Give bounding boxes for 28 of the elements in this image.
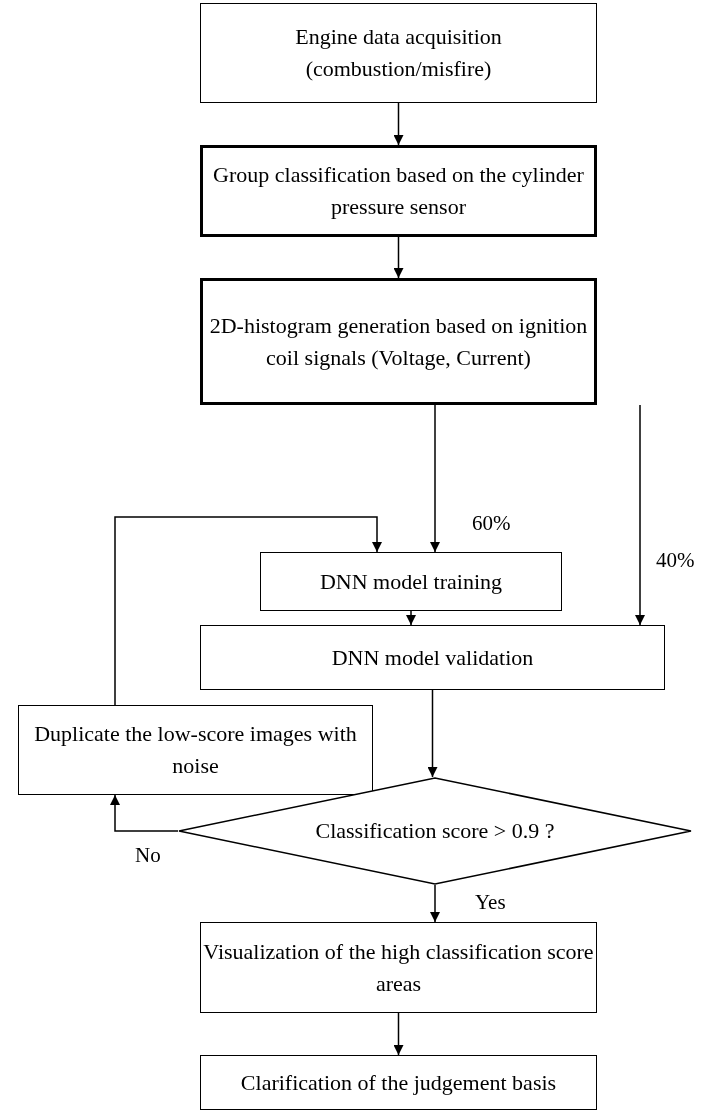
- arrow: [635, 404, 645, 626]
- arrow: [393, 102, 404, 146]
- node-text: DNN model training: [319, 567, 503, 596]
- node-text: 2D-histogram generation based on ignition coil signals (Voltage, Current): [208, 311, 589, 372]
- node-text: Group classification based on the cylinder pressure sensor: [212, 161, 585, 221]
- node-text: Clarification of the judgement basis: [240, 1068, 557, 1097]
- process-box: [260, 552, 562, 611]
- arrow: [427, 689, 438, 778]
- process-box: [18, 705, 373, 795]
- arrow: [393, 236, 404, 279]
- arrow: [114, 516, 382, 706]
- arrow: [430, 884, 440, 923]
- node-text: Visualization of the high classification score areas: [202, 937, 595, 998]
- process-box: [200, 145, 597, 237]
- arrow: [110, 794, 179, 832]
- process-box: [200, 922, 597, 1013]
- process-box: [200, 278, 597, 405]
- arrow: [393, 1012, 404, 1056]
- node-text: DNN model validation: [331, 643, 534, 672]
- arrow: [406, 610, 416, 626]
- process-box: [200, 625, 665, 690]
- node-text: Classification score > 0.9 ?: [315, 817, 555, 845]
- node-text: Engine data acquisition (combustion/misfire): [294, 23, 503, 83]
- decision-diamond: [178, 777, 692, 885]
- process-box: [200, 3, 597, 103]
- arrow: [430, 404, 440, 553]
- node-text: Duplicate the low-score images with noise: [33, 720, 358, 780]
- process-box: [200, 1055, 597, 1110]
